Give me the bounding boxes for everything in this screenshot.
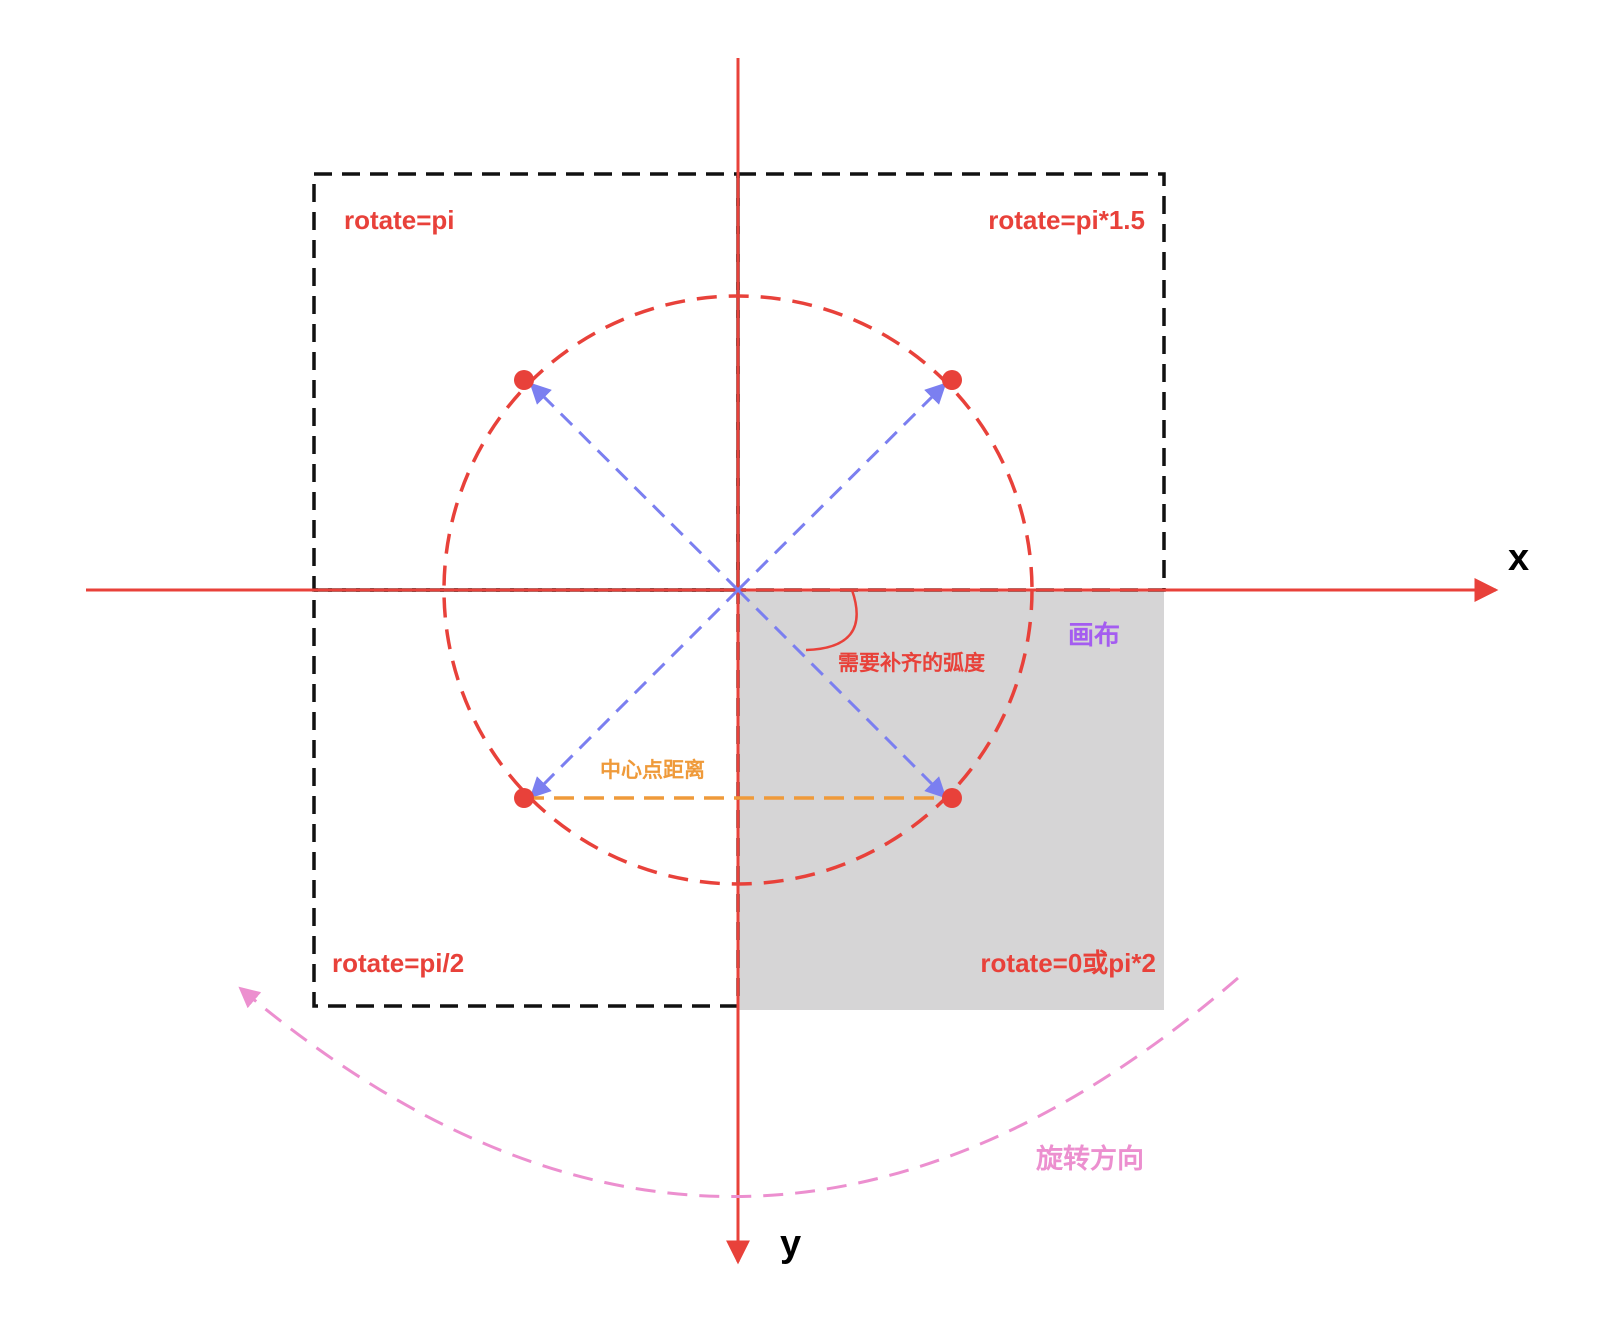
- label-rotation-direction: 旋转方向: [1036, 1143, 1144, 1175]
- fill-angle-arc: [805, 589, 858, 652]
- point-bottom-left: [514, 788, 534, 808]
- vector-to-top-right: [736, 382, 947, 592]
- y-axis-label: y: [780, 1223, 801, 1265]
- label-rotate-pi: rotate=pi: [344, 205, 455, 235]
- vector-to-top-left: [529, 382, 740, 592]
- label-center-distance: 中心点距离: [600, 758, 705, 782]
- point-top-left: [514, 370, 534, 390]
- x-axis-label: x: [1508, 537, 1529, 579]
- label-arc-to-fill: 需要补齐的弧度: [838, 651, 985, 675]
- rotation-direction-arc: [238, 976, 1239, 1198]
- point-top-right: [942, 370, 962, 390]
- label-rotate-pi-2: rotate=pi/2: [332, 948, 464, 978]
- label-rotate-pi-1-5: rotate=pi*1.5: [988, 205, 1145, 235]
- label-canvas: 画布: [1068, 621, 1120, 651]
- point-bottom-right: [942, 788, 962, 808]
- center-vectors: [529, 382, 947, 799]
- vector-to-bottom-left: [529, 588, 740, 799]
- vector-to-bottom-right: [736, 588, 947, 799]
- center-points: [514, 370, 962, 808]
- label-rotate-0-or-2pi: rotate=0或pi*2: [980, 948, 1156, 978]
- box-top-right: [736, 172, 1166, 592]
